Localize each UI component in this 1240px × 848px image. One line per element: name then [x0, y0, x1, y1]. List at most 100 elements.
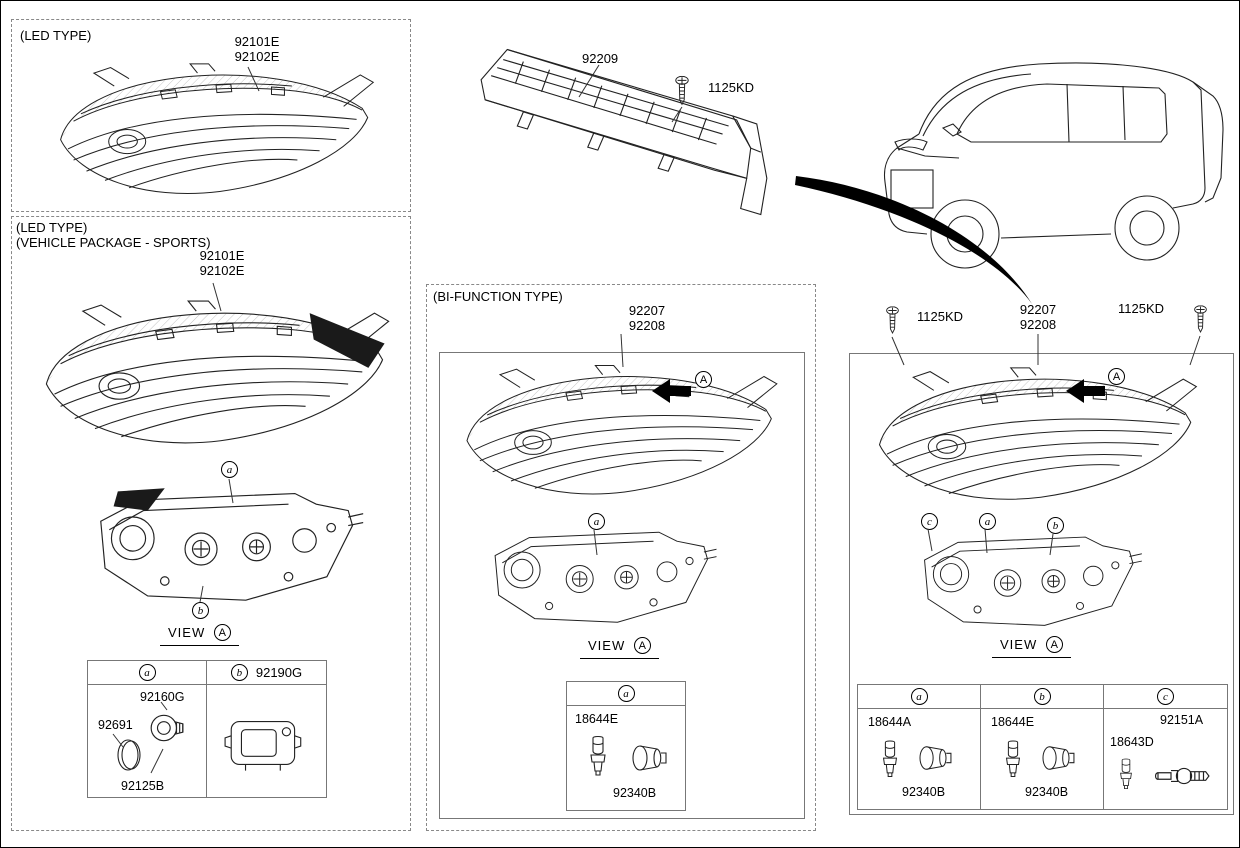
part-number-group: 92207 92208 [993, 302, 1083, 332]
bi-function-inner-box: A a VIEW A a 18644E 92340B [439, 352, 805, 819]
callout-b: b [1047, 517, 1064, 534]
callout-c-header: c [1157, 688, 1174, 705]
part-number: 92208 [628, 318, 666, 333]
ballast-icon [221, 711, 313, 775]
view-a-label: VIEW A [992, 636, 1072, 658]
view-text: VIEW [168, 625, 206, 640]
part-number-group: 92101E 92102E [207, 34, 307, 64]
table-header-b: b 92190G [207, 661, 326, 685]
headlamp-back-illustration [482, 525, 717, 633]
callout-a: a [221, 461, 238, 478]
callout-a: a [588, 513, 605, 530]
callout-a-header: a [910, 688, 928, 705]
part-number: 92102E [234, 49, 280, 64]
section-title: (LED TYPE) [20, 28, 92, 43]
sports-black-trim [113, 488, 165, 511]
drl-lamp-illustration [463, 25, 795, 231]
callout-a: a [979, 513, 996, 530]
socket-icon [629, 742, 669, 774]
vehicle-illustration [861, 37, 1236, 289]
table-header-c: c [1104, 685, 1227, 709]
callout-a-header: a [138, 664, 156, 681]
screw-icon [1193, 304, 1208, 335]
table-cell-b: 18644E 92340B [981, 709, 1104, 809]
callout-a-header: a [617, 685, 635, 702]
table-cell-b [207, 685, 326, 797]
part-number: 92151A [1160, 713, 1204, 727]
table-cell-c: 92151A 18643D [1104, 709, 1227, 809]
bi-function-parts-table: a 18644E 92340B [566, 681, 686, 811]
view-ref-a: A [214, 624, 232, 641]
part-number: 18644E [991, 715, 1035, 729]
view-ref-a: A [1046, 636, 1064, 653]
callout-b-header: b [230, 664, 248, 681]
led-sports-parts-table: a b 92190G 92160G 92691 92125B [87, 660, 327, 798]
part-number: 92207 [628, 303, 666, 318]
bulb-icon [585, 734, 611, 778]
part-number: 92125B [121, 779, 165, 793]
part-number: 92102E [199, 263, 245, 278]
section-led-sports: (LED TYPE) (VEHICLE PACKAGE - SPORTS) 92… [11, 216, 411, 831]
headlamp-back-illustration [902, 530, 1152, 636]
section-subtitle: (VEHICLE PACKAGE - SPORTS) [16, 235, 211, 250]
part-number: 92207 [1019, 302, 1057, 317]
headlamp-sports-illustration [34, 299, 399, 461]
sports-black-bezel [309, 313, 385, 368]
screw-icon [674, 75, 690, 107]
headlamp-illustration [868, 366, 1206, 516]
table-header-a: a [858, 685, 981, 709]
callout-b: b [192, 602, 209, 619]
part-number: 18644E [575, 712, 619, 726]
section-bi-function: (BI-FUNCTION TYPE) 92207 92208 A a VIEW … [426, 284, 816, 831]
part-number-group: 92101E 92102E [172, 248, 272, 278]
bulb-icon [878, 739, 902, 779]
part-number: 92101E [234, 34, 280, 49]
part-number: 1125KD [1118, 301, 1165, 316]
dust-cap-icon [115, 735, 145, 775]
table-cell-a: 18644E 92340B [567, 706, 685, 810]
screw-icon [885, 305, 900, 336]
table-cell-a: 92160G 92691 92125B [88, 685, 207, 797]
view-text: VIEW [588, 638, 626, 653]
part-number: 92340B [1025, 785, 1069, 799]
part-number: 92340B [613, 786, 657, 800]
part-number: 18644A [868, 715, 912, 729]
halogen-bulb-icon [1152, 763, 1216, 789]
headlamp-illustration [30, 62, 402, 210]
headlamp-back-illustration [82, 488, 367, 613]
headlamp-illustration [456, 363, 786, 511]
table-header-a: a [88, 661, 207, 685]
view-ref-a: A [634, 637, 652, 654]
callout-c: c [921, 513, 938, 530]
section-standard-type: A c a b VIEW A a b c 18644A 92340B [849, 353, 1234, 815]
view-ref-a: A [695, 371, 712, 388]
part-number: 92340B [902, 785, 946, 799]
view-text: VIEW [1000, 637, 1038, 652]
part-number: 18643D [1110, 735, 1154, 749]
view-ref-a: A [1108, 368, 1125, 385]
view-a-label: VIEW A [160, 624, 240, 646]
part-number-group: 92207 92208 [597, 303, 697, 333]
socket-icon [1039, 743, 1077, 773]
table-header-b: b [981, 685, 1104, 709]
part-number: 1125KD [917, 309, 964, 324]
part-number: 92208 [1019, 317, 1057, 332]
view-a-label: VIEW A [580, 637, 660, 659]
part-number: 1125KD [708, 80, 755, 95]
part-number: 92160G [140, 690, 185, 704]
section-led-type: (LED TYPE) 92101E 92102E [11, 19, 411, 212]
section-title: (LED TYPE) [16, 220, 88, 235]
part-number: 92209 [582, 51, 619, 66]
socket-icon [916, 743, 954, 773]
table-cell-a: 18644A 92340B [858, 709, 981, 809]
callout-b-header: b [1033, 688, 1051, 705]
table-header-a: a [567, 682, 685, 706]
bulb-icon [1116, 757, 1136, 791]
part-number: 92691 [98, 718, 133, 732]
part-number: 92101E [199, 248, 245, 263]
part-number: 92190G [255, 665, 303, 680]
standard-parts-table: a b c 18644A 92340B 18644E 92340B 9215 [857, 684, 1228, 810]
hid-bulb-icon [148, 709, 186, 747]
bulb-icon [1001, 739, 1025, 779]
